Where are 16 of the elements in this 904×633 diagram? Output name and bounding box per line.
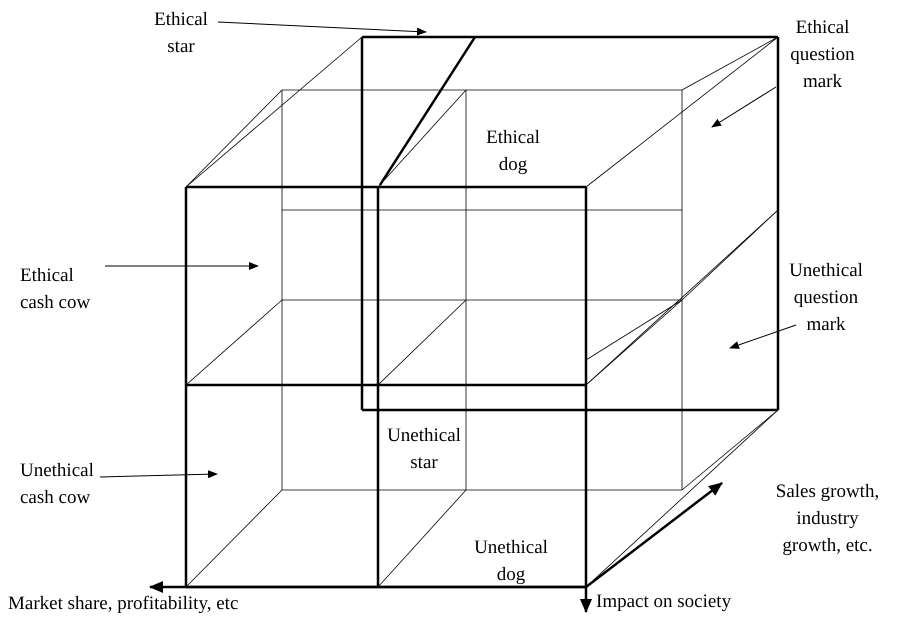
cell-label: Ethical star bbox=[145, 6, 217, 60]
axis-label: Sales growth, industry growth, etc. bbox=[774, 480, 880, 558]
leader-arrow bbox=[100, 470, 218, 478]
leader-arrow bbox=[729, 324, 796, 349]
leader-arrow bbox=[104, 262, 259, 270]
leader-arrow bbox=[711, 86, 776, 128]
axis-label: Impact on society bbox=[596, 590, 732, 614]
cell-label: Unethical dog bbox=[473, 536, 549, 587]
leader-arrow bbox=[218, 22, 427, 36]
cell-label: Ethical dog bbox=[485, 126, 541, 177]
cell-label: Unethical question mark bbox=[782, 257, 870, 338]
cell-label: Ethical question mark bbox=[775, 14, 870, 95]
cell-label: Ethical cash cow bbox=[20, 262, 98, 316]
axis-label: Market share, profitability, etc bbox=[8, 592, 240, 616]
cell-label: Unethical cash cow bbox=[20, 457, 110, 511]
cell-label: Unethical star bbox=[386, 424, 462, 475]
